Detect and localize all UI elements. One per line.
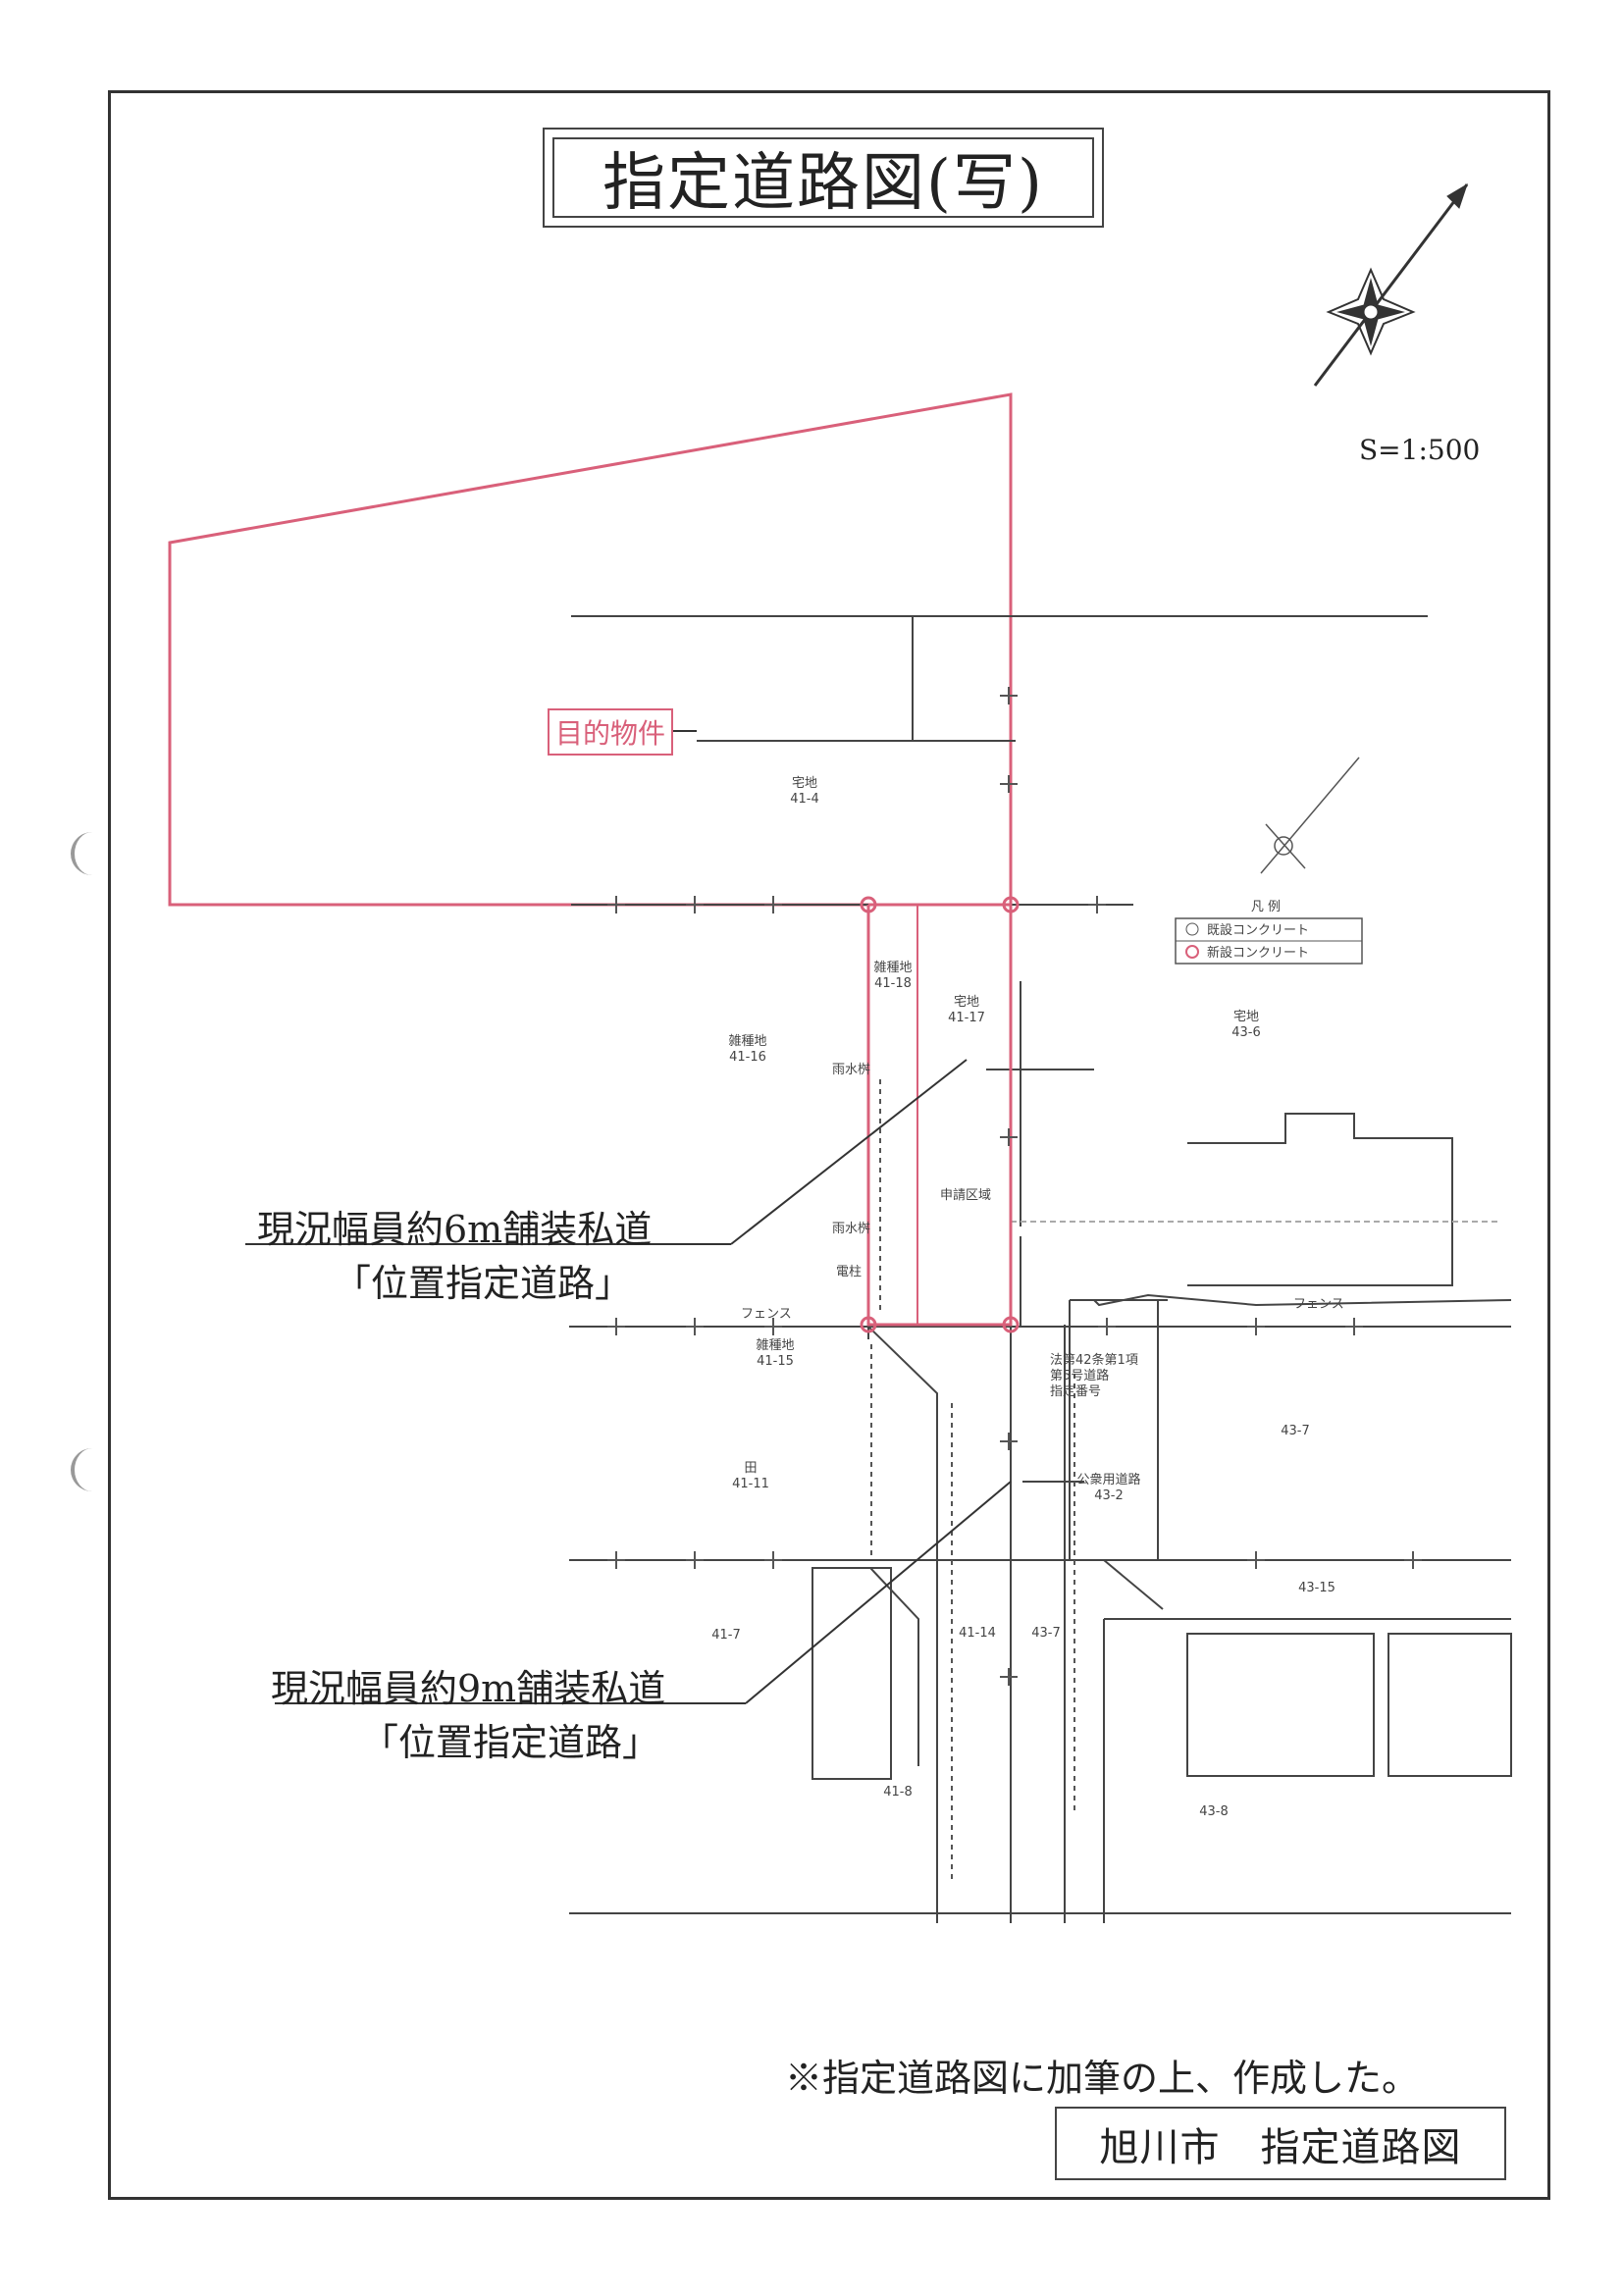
survey-marks: [607, 687, 1422, 1686]
road-6m-line2: 「位置指定道路」: [334, 1262, 633, 1305]
document-title: 指定道路図(写): [552, 137, 1094, 220]
designation-label: 法第42条第1項第5号道路指定番号: [1050, 1352, 1138, 1399]
footnote: ※指定道路図に加筆の上、作成した。: [785, 2057, 1420, 2100]
road-edges: [870, 1079, 1075, 1884]
road-6m-label: 現況幅員約6m舗装私道 「位置指定道路」: [257, 1199, 652, 1307]
application-area-label: 申請区域: [940, 1188, 991, 1203]
parcel-43-8: 43-8: [1199, 1804, 1229, 1819]
parcel-41-7: 41-7: [711, 1628, 741, 1643]
manhole-2-label: 雨水桝: [832, 1221, 870, 1236]
map-base-lines: [569, 615, 1512, 1923]
manhole-1-label: 雨水桝: [832, 1062, 870, 1077]
legend-title: 凡 例: [1251, 900, 1281, 914]
legend-new: 新設コンクリート: [1207, 945, 1309, 961]
legend-existing: 既設コンクリート: [1207, 922, 1309, 938]
application-area: [860, 896, 1020, 1333]
north-arrow-icon: [1313, 183, 1469, 387]
title-box: 指定道路図(写): [543, 128, 1104, 228]
source-box: 旭川市 指定道路図: [1055, 2107, 1506, 2180]
pole-label: 電柱: [836, 1265, 862, 1279]
parcel-41-8: 41-8: [883, 1785, 913, 1800]
road-9m-label: 現況幅員約9m舗装私道 「位置指定道路」: [271, 1658, 665, 1766]
target-property-text: 目的物件: [555, 717, 666, 750]
parcel-43-15: 43-15: [1298, 1581, 1335, 1595]
target-property-boundary: [168, 392, 1013, 907]
road-6m-line1: 現況幅員約6m舗装私道: [257, 1208, 653, 1251]
parcel-43-7a: 43-7: [1281, 1424, 1310, 1438]
fence-right-label: フェンス: [1293, 1297, 1344, 1312]
leader-lines: [245, 730, 1012, 1704]
road-9m-line1: 現況幅員約9m舗装私道: [271, 1667, 666, 1710]
document-frame: [108, 90, 1550, 2200]
small-north-icon: [1260, 757, 1360, 874]
legend: 凡 例 既設コンクリート 新設コンクリート: [1175, 900, 1363, 965]
fence-left-label: フェンス: [741, 1307, 792, 1322]
source-label: 旭川市 指定道路図: [1099, 2124, 1462, 2170]
parcel-41-14: 41-14: [959, 1626, 996, 1641]
binder-hole-icon: [71, 1448, 104, 1491]
binder-hole-icon: [71, 832, 104, 875]
road-9m-line2: 「位置指定道路」: [361, 1721, 660, 1764]
scale-label: S=1:500: [1359, 434, 1481, 466]
target-property-label: 目的物件: [548, 708, 674, 756]
parcel-43-7b: 43-7: [1031, 1626, 1061, 1641]
